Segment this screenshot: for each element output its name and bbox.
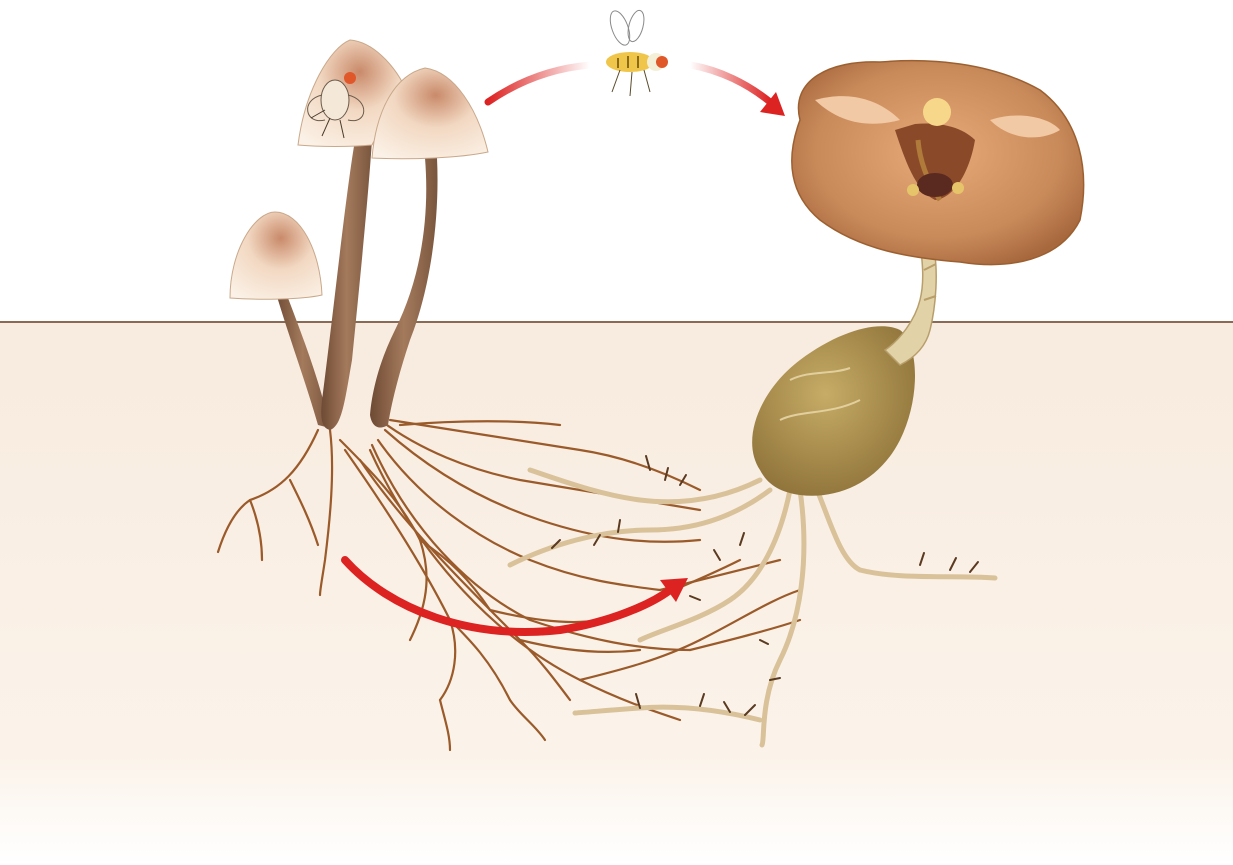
fruit-fly-flying (606, 8, 668, 96)
orchid-column (923, 98, 951, 126)
orchid-labellum (917, 173, 953, 197)
soil-region (0, 322, 1233, 865)
arrow-arc-left (488, 65, 590, 102)
arrow-arc-right (690, 65, 770, 102)
orchid-flower (792, 61, 1084, 265)
mushroom-cap-small (230, 212, 322, 299)
